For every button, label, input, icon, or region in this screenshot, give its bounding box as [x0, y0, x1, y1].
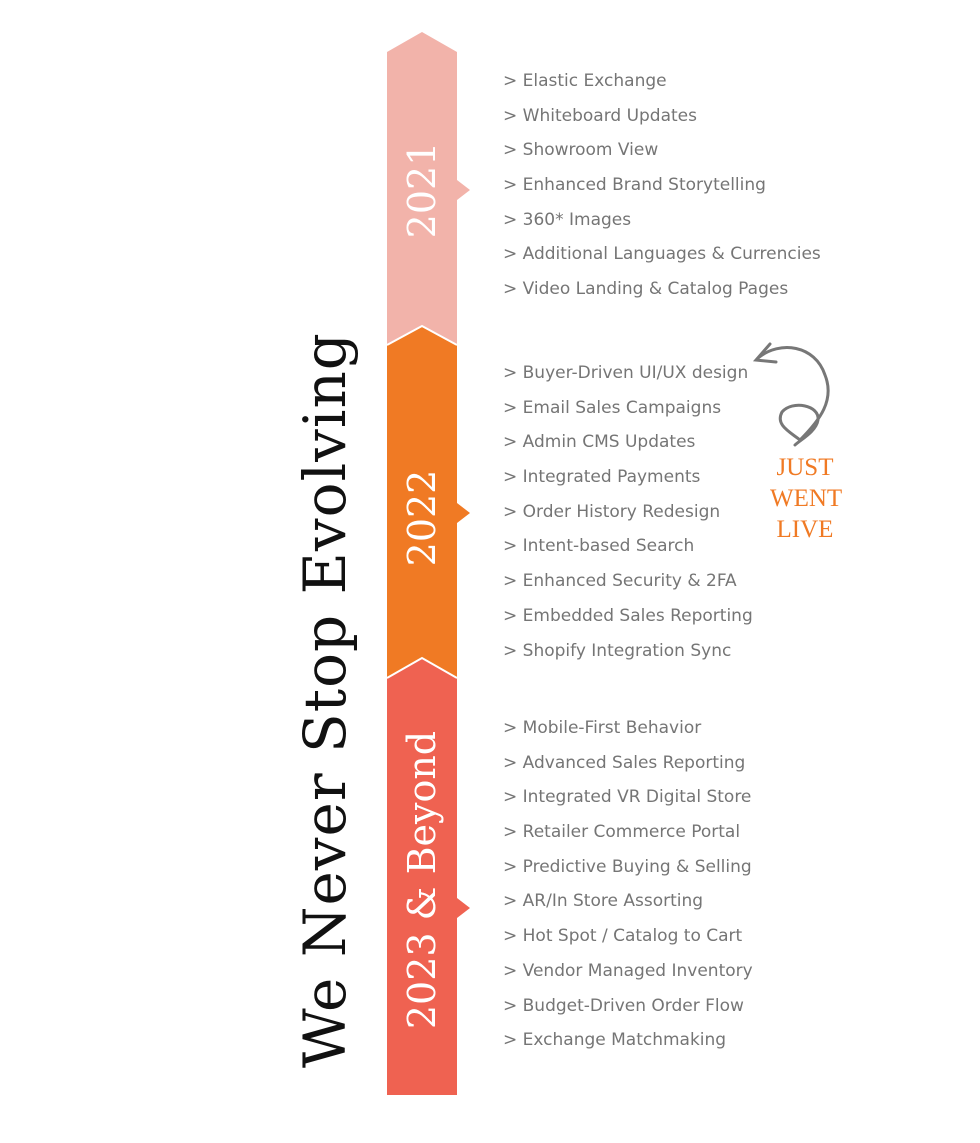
list-item: > Video Landing & Catalog Pages	[503, 279, 789, 300]
year-label-2023: 2023 & Beyond	[400, 730, 444, 1030]
list-item: > Showroom View	[503, 140, 659, 161]
list-item: > Predictive Buying & Selling	[503, 856, 752, 877]
annotation-line: WENT	[770, 485, 843, 512]
list-2021: > Elastic Exchange > Whiteboard Updates …	[503, 70, 821, 313]
list-item: > Email Sales Campaigns	[503, 397, 722, 418]
list-item: > Integrated Payments	[503, 467, 701, 488]
list-item: > Vendor Managed Inventory	[503, 960, 753, 981]
list-item: > Admin CMS Updates	[503, 432, 696, 453]
annotation-line: JUST	[776, 454, 834, 481]
list-item: > Retailer Commerce Portal	[503, 822, 741, 843]
list-item: > Elastic Exchange	[503, 71, 667, 91]
list-item: > Hot Spot / Catalog to Cart	[503, 926, 743, 947]
list-item: > Mobile-First Behavior	[503, 718, 702, 738]
list-2022: > Buyer-Driven UI/UX design > Email Sale…	[503, 362, 753, 674]
list-item: > Whiteboard Updates	[503, 105, 697, 126]
list-item: > Advanced Sales Reporting	[503, 752, 746, 773]
list-item: > Order History Redesign	[503, 501, 721, 522]
page-title: We Never Stop Evolving	[291, 332, 359, 1068]
list-item: > Additional Languages & Currencies	[503, 244, 821, 265]
year-label-2022: 2022	[400, 469, 444, 567]
segment-2022	[387, 326, 470, 678]
list-item: > Buyer-Driven UI/UX design	[503, 363, 749, 383]
list-item: > Shopify Integration Sync	[503, 640, 732, 661]
just-went-live-annotation: JUST WENT LIVE	[770, 452, 843, 545]
list-item: > Budget-Driven Order Flow	[503, 995, 744, 1016]
list-2023: > Mobile-First Behavior > Advanced Sales…	[503, 717, 753, 1064]
list-item: > Integrated VR Digital Store	[503, 787, 752, 808]
list-item: > Intent-based Search	[503, 536, 695, 557]
list-item: > Embedded Sales Reporting	[503, 605, 753, 626]
year-label-2021: 2021	[400, 141, 444, 239]
list-item: > Exchange Matchmaking	[503, 1030, 727, 1051]
curly-arrow-icon	[752, 342, 830, 447]
segment-2021	[387, 32, 470, 345]
list-item: > Enhanced Security & 2FA	[503, 571, 737, 592]
list-item: > Enhanced Brand Storytelling	[503, 175, 766, 196]
segment-2023	[387, 658, 470, 1095]
list-item: > AR/In Store Assorting	[503, 891, 704, 912]
list-item: > 360* Images	[503, 209, 632, 230]
annotation-line: LIVE	[776, 516, 834, 543]
